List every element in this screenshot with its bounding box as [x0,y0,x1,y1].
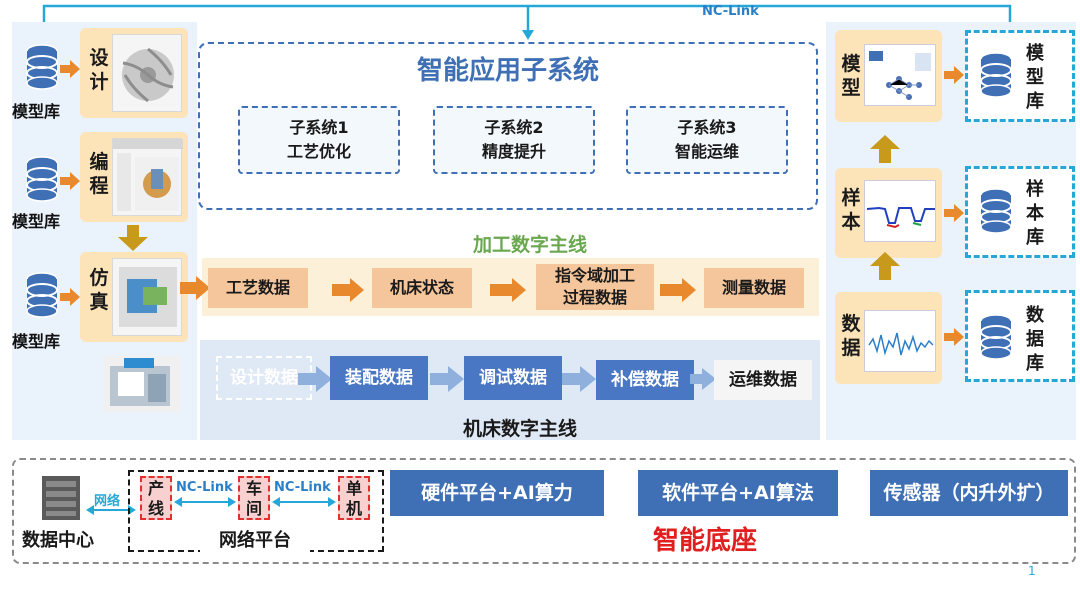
arrow-right-icon [690,368,716,390]
arrow-up-icon [870,252,900,280]
sample-db-name: 样 本 库 [1026,179,1044,248]
page-number: 1 [1028,564,1036,578]
subsystem-2-box: 子系统2 精度提升 [433,106,595,174]
stage-simulation-label: 仿 真 [89,267,109,313]
subsystem-1-name: 子系统1 [289,118,349,137]
arrow-right-icon [490,278,526,302]
subsystem-2-desc: 精度提升 [481,142,546,161]
arrow-right-icon [660,278,696,302]
model-db-label: 模型库 [12,212,61,231]
sample-db-box [965,166,1075,258]
arrow-right-icon [60,172,80,190]
subsystem-3-name: 子系统3 [677,118,737,137]
subsystem-2-name: 子系统2 [484,118,544,137]
process-item-command-domain-data: 指令域加工 过程数据 [536,264,654,310]
data-db-name: 数 据 库 [1026,305,1044,374]
machine-item-assembly-data: 装配数据 [330,356,428,400]
neural-network-image [864,44,936,106]
model-db-name: 模 型 库 [1026,43,1044,112]
cam-software-image [112,138,183,216]
nc-link-top-label: NC-Link [702,4,759,19]
node-workshop: 车 间 [238,476,270,520]
node-single-machine: 单 机 [338,476,370,520]
arrow-right-icon [944,66,964,84]
intelligent-base-title: 智能底座 [652,526,757,556]
arrow-right-icon [60,288,80,306]
arrow-up-icon [870,135,900,163]
hardware-platform-box: 硬件平台+AI算力 [390,470,604,516]
process-item-machine-status: 机床状态 [372,268,472,308]
arrow-right-icon [180,276,210,300]
arrow-right-icon [60,60,80,78]
machine-thread-title: 机床数字主线 [462,418,577,440]
software-platform-box: 软件平台+AI算法 [638,470,838,516]
arrow-right-icon [298,366,332,392]
intelligent-base-container [12,458,1076,564]
arrow-right-icon [430,366,464,392]
model-label: 模 型 [841,53,861,99]
bidirectional-arrow [174,497,236,507]
database-icon [980,188,1012,234]
subsystem-3-box: 子系统3 智能运维 [626,106,788,174]
arrow-down-icon [118,225,148,251]
stage-programming-label: 编 程 [89,151,109,197]
arrow-right-icon [332,278,364,302]
network-short-label: 网络 [94,494,121,509]
model-db-label: 模型库 [12,332,61,351]
bidirectional-arrow [86,505,136,515]
database-icon [26,44,58,90]
database-icon [26,156,58,202]
network-platform-label: 网络平台 [200,526,310,552]
process-item-measurement-data: 测量数据 [704,268,804,308]
turbine-blade-image [112,34,182,112]
sensor-box: 传感器（内升外扩） [870,470,1068,516]
stage-design-label: 设 计 [89,47,109,93]
subsystem-3-desc: 智能运维 [674,142,739,161]
machine-tool-image [104,356,180,412]
machine-item-compensation-data: 补偿数据 [596,360,694,400]
server-icon [42,476,80,520]
data-center-label: 数据中心 [22,530,94,551]
model-db-label: 模型库 [12,102,61,121]
machine-item-debug-data: 调试数据 [464,356,562,400]
node-production-line: 产 线 [140,476,172,520]
data-label: 数 据 [841,313,861,359]
machine-item-maintenance-data: 运维数据 [714,360,812,400]
sample-label: 样 本 [841,187,861,233]
waveform-image [864,310,936,372]
process-item-process-data: 工艺数据 [208,268,308,308]
subsystem-1-box: 子系统1 工艺优化 [238,106,400,174]
nc-link-label-2: NC-Link [274,480,331,495]
database-icon [980,52,1012,98]
arrow-right-icon [944,204,964,222]
bidirectional-arrow [272,497,336,507]
arrow-right-icon [944,328,964,346]
nc-link-label-1: NC-Link [176,480,233,495]
subsystem-1-desc: 工艺优化 [286,142,351,161]
arrow-right-icon [562,366,596,392]
database-icon [26,272,58,318]
process-thread-title: 加工数字主线 [472,234,587,256]
app-subsystem-title: 智能应用子系统 [416,56,599,86]
simulation-image [112,258,182,336]
database-icon [980,314,1012,360]
signal-chart-image [864,180,936,242]
